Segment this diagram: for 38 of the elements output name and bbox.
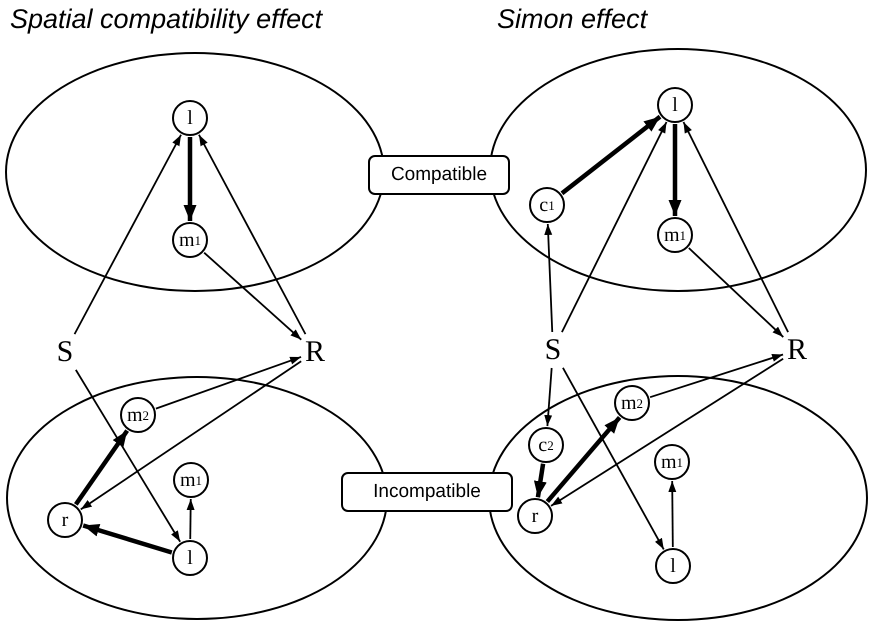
- arrow: [668, 124, 682, 216]
- node-letter: R: [302, 335, 328, 369]
- arrow: [544, 368, 553, 426]
- arrow: [550, 358, 784, 507]
- node-letter: S: [52, 335, 78, 369]
- arrow: [82, 523, 172, 555]
- node-letter: R: [784, 333, 810, 367]
- arrow: [80, 360, 302, 510]
- arrow: [75, 369, 181, 542]
- arrow: [688, 247, 784, 338]
- group-ellipse: [488, 375, 868, 621]
- arrow: [544, 224, 554, 332]
- node-circle: l: [655, 548, 691, 584]
- arrow: [156, 356, 302, 410]
- node-circle: r: [517, 498, 553, 534]
- arrow: [561, 122, 668, 332]
- arrow: [562, 367, 665, 550]
- arrow: [74, 134, 182, 335]
- arrow: [668, 481, 676, 547]
- arrow: [650, 354, 784, 398]
- condition-label: Incompatible: [341, 472, 513, 512]
- arrow: [546, 416, 622, 504]
- condition-label: Compatible: [368, 155, 510, 195]
- arrow: [74, 429, 129, 506]
- arrow: [204, 252, 302, 340]
- arrow: [198, 134, 306, 335]
- node-circle: l: [172, 540, 208, 576]
- arrow: [186, 498, 195, 540]
- arrow: [682, 122, 789, 332]
- arrow: [534, 463, 547, 498]
- node-circle: l: [657, 87, 693, 123]
- arrow: [184, 137, 196, 221]
- arrow: [560, 114, 662, 196]
- node-circle: r: [47, 502, 83, 538]
- column-heading: Simon effect: [497, 5, 648, 35]
- node-letter: S: [540, 333, 566, 367]
- node-circle: l: [172, 100, 208, 136]
- column-heading: Spatial compatibility effect: [10, 5, 322, 35]
